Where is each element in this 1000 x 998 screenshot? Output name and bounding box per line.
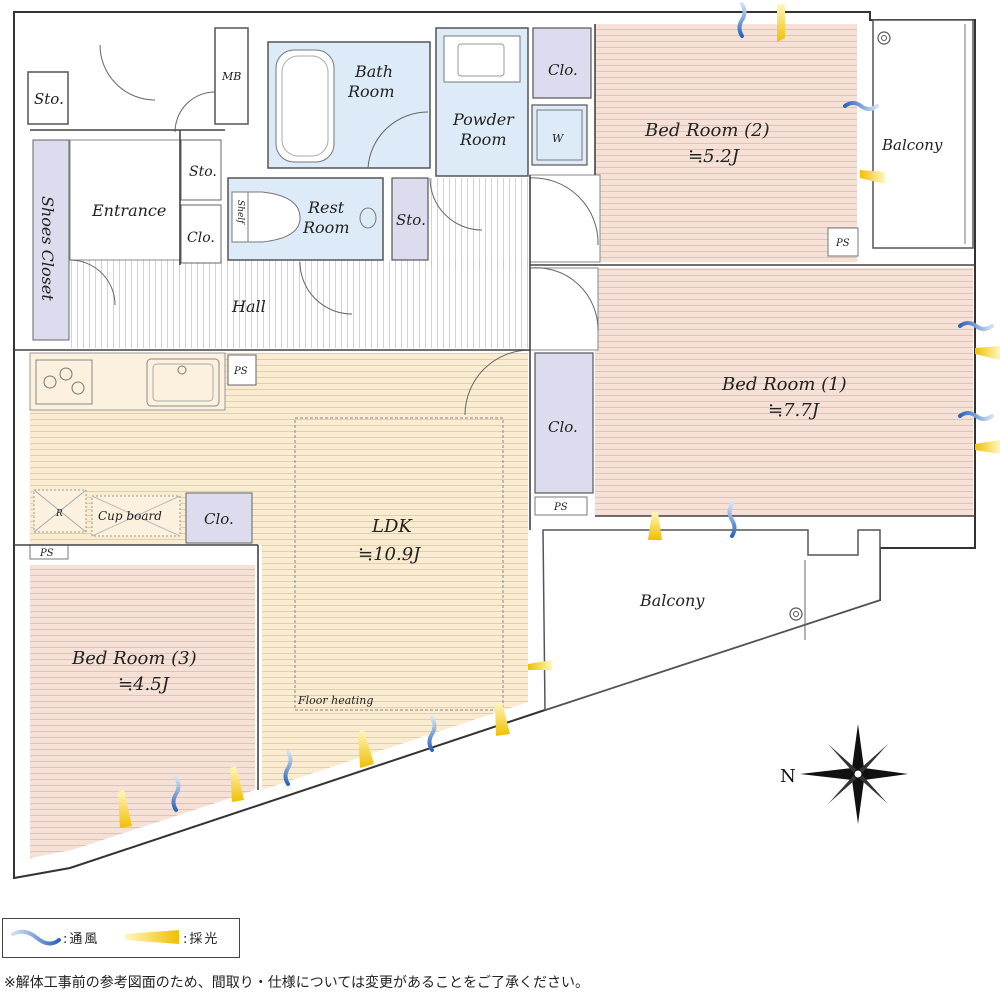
mb-label: MB — [221, 70, 241, 83]
drain-icon — [877, 31, 891, 45]
balcony-bottom-label: Balcony — [639, 591, 705, 610]
clo-bed1-label: Clo. — [548, 418, 578, 436]
rest-label-2: Room — [302, 218, 349, 237]
bedroom-1-entry — [529, 267, 599, 351]
clo-bed2-box — [532, 27, 592, 99]
entrance-label: Entrance — [91, 201, 166, 220]
wind-legend-label: :通風 — [63, 932, 100, 947]
compass-label: N — [780, 766, 796, 787]
bath-label-2: Room — [347, 82, 394, 101]
entrance-clo-box — [180, 204, 222, 264]
floor-plan: Bed Room (2) ≒5.2J Bed Room (1) ≒7.7J Be… — [13, 2, 1000, 880]
wind-legend-icon — [11, 929, 61, 946]
bedroom-2-size: ≒5.2J — [688, 146, 741, 167]
disclaimer-note: ※解体工事前の参考図面のため、間取り・仕様については変更があることをご了承くださ… — [4, 975, 590, 991]
stove — [35, 359, 93, 405]
ps-bed2-label: PS — [835, 238, 850, 249]
bathtub — [275, 49, 335, 163]
light-legend-icon — [125, 930, 179, 944]
mb-box — [214, 27, 249, 125]
ldk-closet — [185, 492, 253, 544]
bath-label-1: Bath — [354, 62, 393, 81]
balcony-top-label: Balcony — [881, 136, 943, 154]
interior-walls — [14, 24, 975, 790]
powder-label-1: Powder — [452, 110, 515, 129]
clo-ldk-label: Clo. — [204, 510, 234, 528]
sto-left-label: Sto. — [34, 90, 64, 108]
light-wedges — [118, 4, 1000, 828]
washer-box — [531, 104, 588, 166]
bedroom-2-lower — [529, 174, 601, 263]
bedroom-2-name: Bed Room (2) — [644, 120, 770, 141]
sto-left-box — [27, 71, 69, 125]
fridge-label: R — [55, 509, 63, 519]
compass-icon — [800, 724, 908, 824]
wind-arrows — [171, 2, 994, 812]
ldk-size: ≒10.9J — [358, 544, 422, 565]
hall-label: Hall — [231, 297, 266, 316]
ps-kitchen-box — [227, 354, 257, 386]
sto-entrance-label: Sto. — [189, 164, 217, 180]
legend: :通風 :採光 — [2, 918, 240, 958]
drain-icon-2 — [789, 607, 803, 621]
sto-rest-label: Sto. — [396, 211, 426, 229]
rest-sto-box — [391, 177, 429, 261]
bedroom-1-size: ≒7.7J — [768, 400, 821, 421]
door-arcs — [69, 44, 599, 416]
clo-bed2-label: Clo. — [548, 61, 578, 79]
ps-left-label: PS — [39, 548, 54, 559]
wash-basin — [443, 35, 521, 83]
washer-label: W — [552, 132, 565, 145]
rest-label-1: Rest — [307, 198, 345, 217]
light-legend-label: :採光 — [183, 932, 220, 947]
clo-bed1-box — [534, 352, 594, 494]
shoes-closet — [32, 139, 70, 341]
bedroom-1-name: Bed Room (1) — [721, 374, 847, 395]
entrance-floor — [69, 139, 181, 261]
toilet — [244, 191, 301, 243]
kitchen-sink — [146, 358, 220, 407]
shoes-closet-label: Shoes Closet — [38, 196, 57, 301]
top-balcony — [872, 19, 974, 249]
clo-entrance-label: Clo. — [187, 230, 215, 246]
cupboard-label: Cup board — [98, 509, 162, 523]
powder-label-2: Room — [459, 130, 506, 149]
ps-bed1-label: PS — [553, 502, 568, 513]
shelf-label: Shelf — [235, 200, 245, 225]
ldk-name: LDK — [371, 516, 413, 537]
floor-heating-label: Floor heating — [297, 694, 373, 707]
bedroom-3-name: Bed Room (3) — [71, 648, 197, 669]
bottom-balcony — [542, 529, 881, 712]
bedroom-3-size: ≒4.5J — [118, 674, 171, 695]
ps-kitchen-label: PS — [233, 366, 248, 377]
entrance-sto-box — [180, 139, 222, 201]
